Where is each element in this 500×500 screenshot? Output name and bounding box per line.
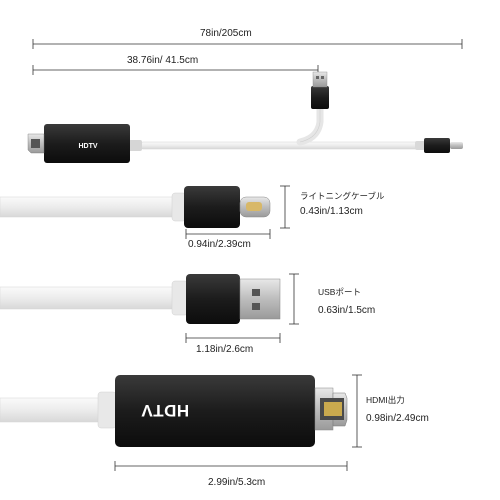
split-length-label: 38.76in/ 41.5cm — [127, 55, 199, 66]
large-hdtv-text: HDTV — [140, 401, 190, 420]
lightning-dimensions — [185, 185, 290, 239]
hdmi-name-label: HDMI出力 — [366, 395, 405, 405]
total-length-label: 78in/205cm — [200, 28, 252, 39]
lightning-width-label: 0.94in/2.39cm — [188, 239, 251, 250]
usb-connector-detail — [0, 274, 281, 324]
hdmi-height-label: 0.98in/2.49cm — [366, 413, 429, 424]
lightning-name-label: ライトニングケーブル — [300, 191, 385, 201]
hdmi-dimensions — [114, 374, 362, 471]
overview-cable — [27, 71, 463, 163]
lightning-height-label: 0.43in/1.13cm — [300, 206, 363, 217]
lightning-connector-detail — [0, 186, 271, 228]
small-hdtv-label: HDTV — [78, 143, 97, 150]
total-length-dimension — [32, 39, 463, 49]
usb-name-label: USBポート — [318, 287, 361, 297]
usb-dimensions — [185, 273, 299, 343]
large-hdtv-label: HDTV — [135, 395, 195, 425]
hdmi-width-label: 2.99in/5.3cm — [208, 477, 266, 488]
usb-height-label: 0.63in/1.5cm — [318, 305, 376, 316]
hdmi-connector-detail — [0, 375, 348, 447]
usb-width-label: 1.18in/2.6cm — [196, 344, 254, 355]
